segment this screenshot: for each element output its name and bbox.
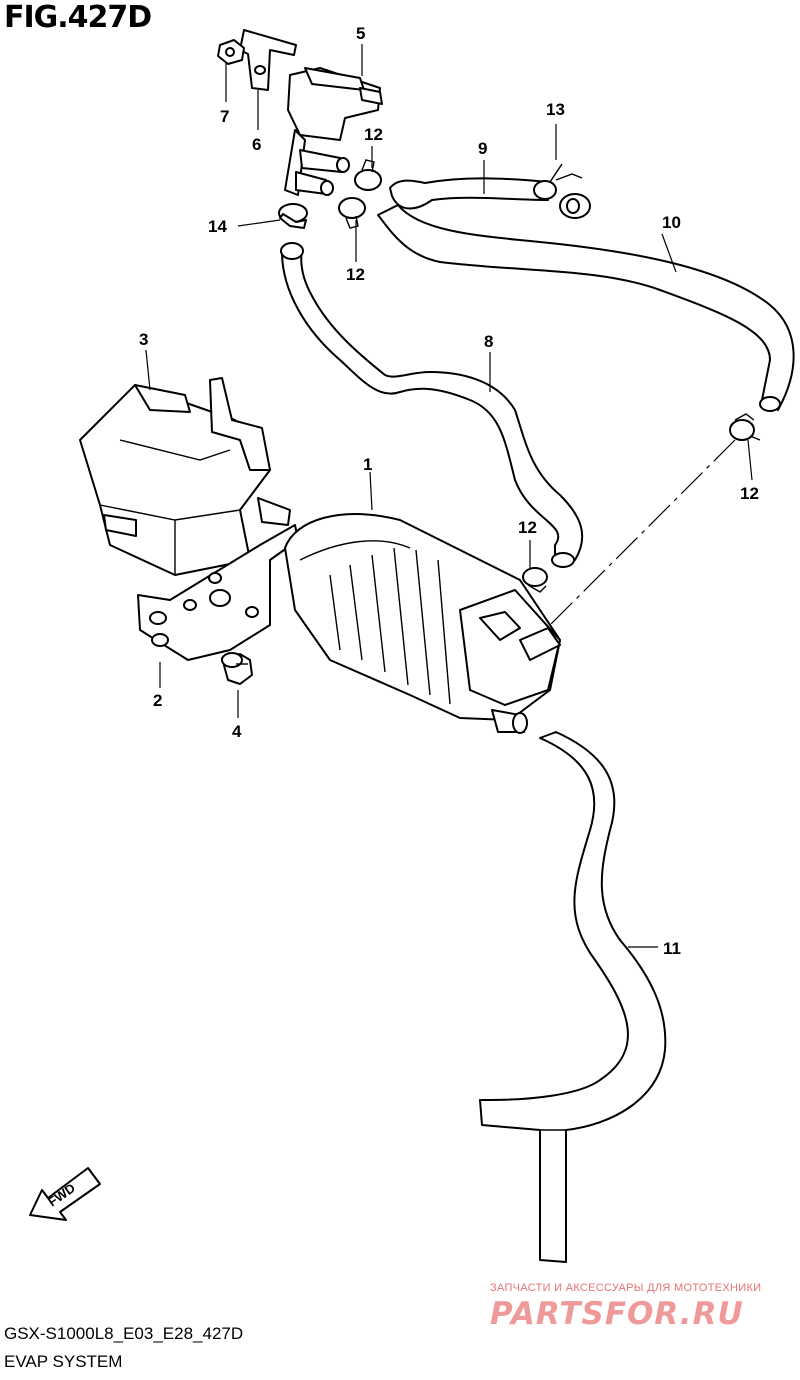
nut-7 bbox=[217, 39, 245, 65]
callout-12b: 12 bbox=[346, 265, 365, 284]
hose-8 bbox=[280, 242, 584, 568]
leader-lines bbox=[145, 44, 753, 948]
callout-labels: 1 2 3 4 5 6 7 8 9 10 11 12 12 12 12 13 1… bbox=[139, 24, 759, 958]
callout-2: 2 bbox=[153, 691, 162, 710]
callout-12a: 12 bbox=[364, 125, 383, 144]
callout-3: 3 bbox=[139, 330, 148, 349]
bolt-4 bbox=[221, 652, 253, 685]
hose-10 bbox=[377, 204, 795, 412]
clip-13 bbox=[533, 163, 583, 200]
figure-title: FIG.427D bbox=[4, 0, 152, 35]
callout-11: 11 bbox=[663, 939, 681, 958]
callout-12c: 12 bbox=[740, 484, 759, 503]
clamp-12-upper-b bbox=[338, 197, 366, 229]
canister-1 bbox=[284, 513, 561, 734]
callout-7: 7 bbox=[220, 107, 229, 126]
callout-1: 1 bbox=[363, 455, 372, 474]
callout-4: 4 bbox=[232, 722, 242, 741]
canister-cover-3 bbox=[79, 377, 271, 576]
drain-hose-11 bbox=[479, 731, 667, 1263]
callout-13: 13 bbox=[546, 100, 565, 119]
clamp-12-right bbox=[729, 413, 761, 441]
watermark-tagline: ЗАПЧАСТИ И АКСЕССУАРЫ ДЛЯ МОТОТЕХНИКИ bbox=[490, 1282, 762, 1294]
hose-9 bbox=[389, 177, 591, 219]
clamp-14 bbox=[278, 203, 308, 229]
callout-14: 14 bbox=[208, 217, 227, 236]
canister-bracket-2 bbox=[137, 497, 299, 661]
assembly-line bbox=[549, 439, 736, 626]
model-code: GSX-S1000L8_E03_E28_427D bbox=[4, 1324, 244, 1343]
purge-control-valve-5 bbox=[284, 67, 383, 196]
valve-bracket-6 bbox=[239, 29, 297, 91]
clamp-12-center bbox=[522, 567, 548, 593]
callout-6: 6 bbox=[252, 135, 261, 154]
section-name: EVAP SYSTEM bbox=[4, 1352, 123, 1371]
watermark-logo: PARTSFOR.RU bbox=[490, 1296, 744, 1332]
callout-5: 5 bbox=[356, 24, 365, 43]
callout-10: 10 bbox=[662, 213, 681, 232]
callout-9: 9 bbox=[478, 139, 487, 158]
fwd-arrow-icon: FWD bbox=[29, 1167, 101, 1221]
callout-8: 8 bbox=[484, 332, 493, 351]
clamp-12-upper-a bbox=[354, 159, 382, 191]
callout-12d: 12 bbox=[518, 518, 537, 537]
